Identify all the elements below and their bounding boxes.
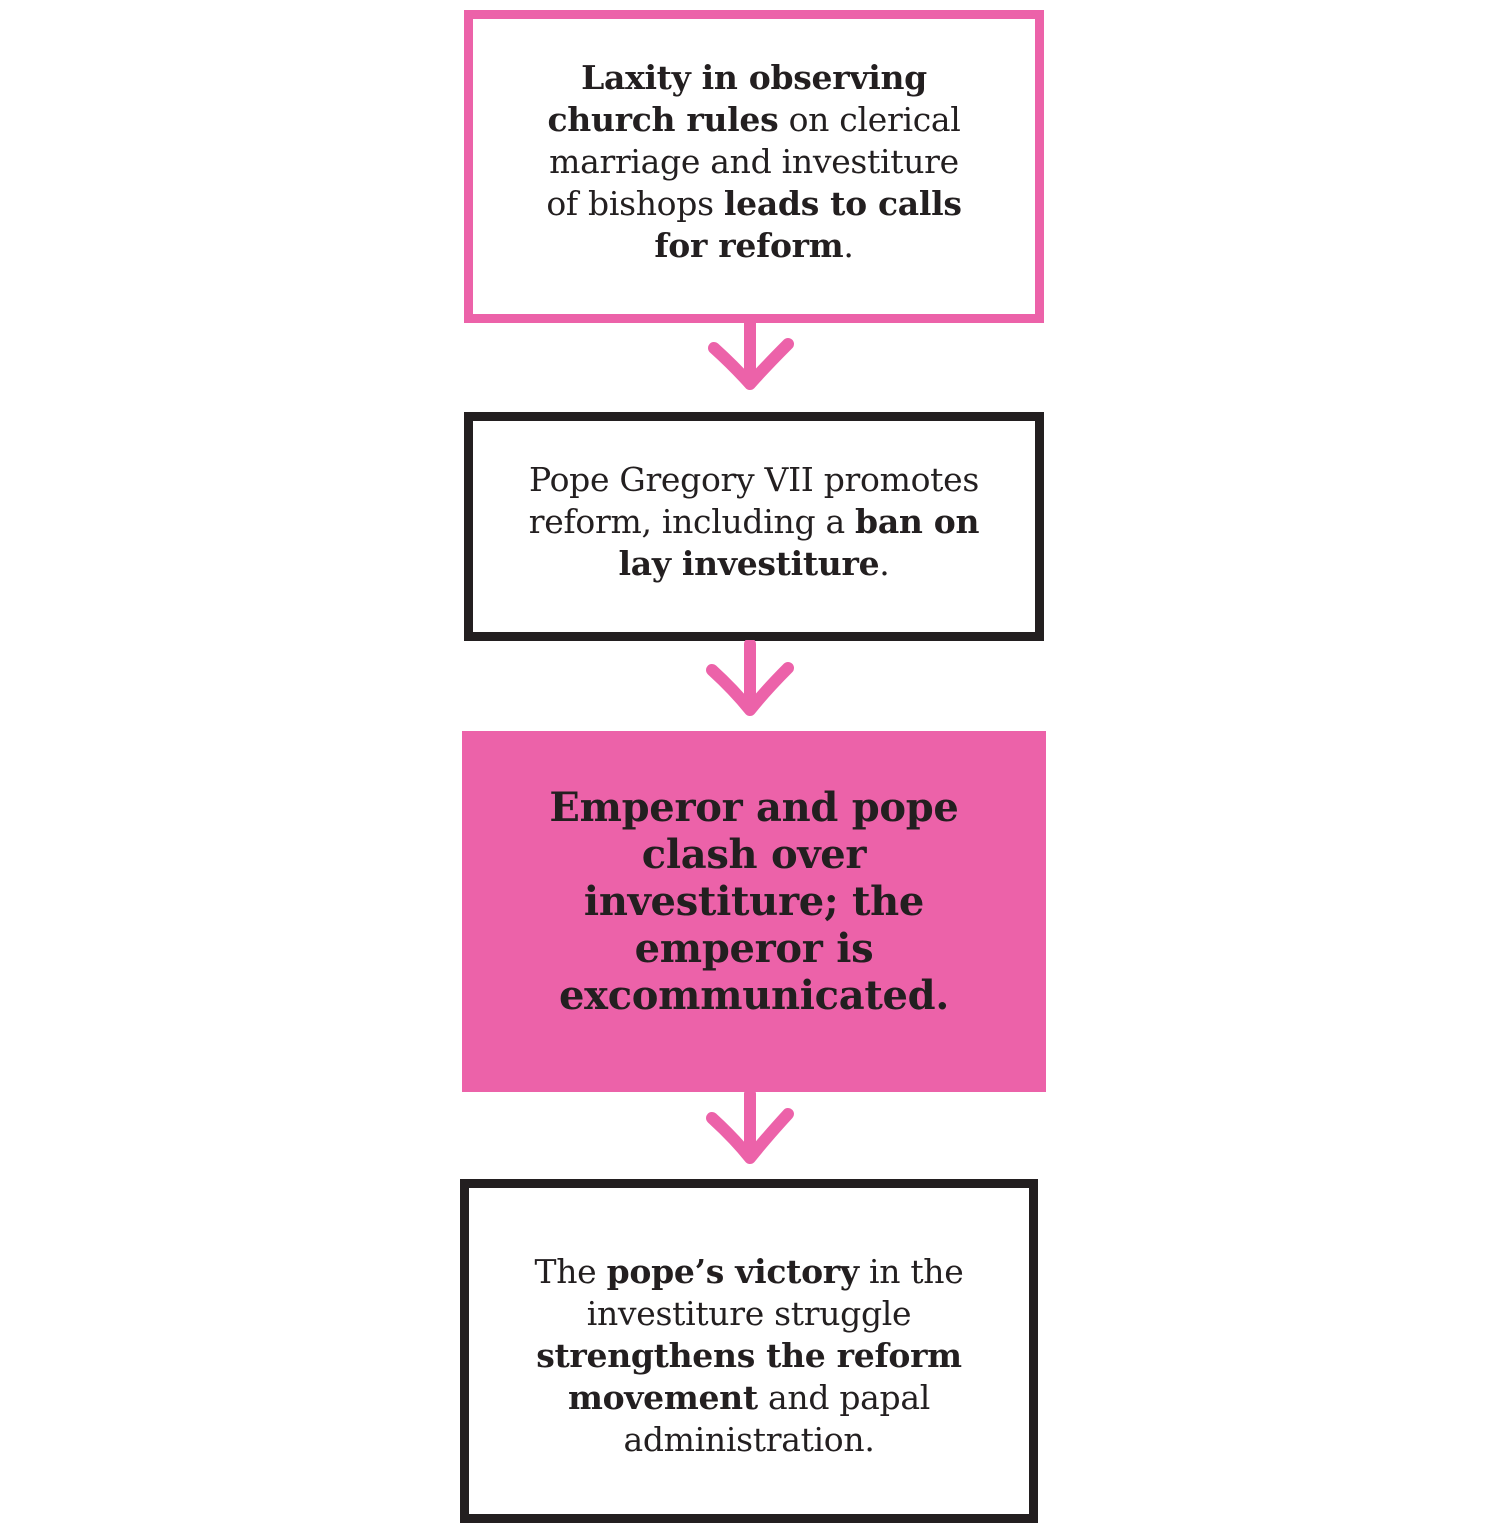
step-2-box: Pope Gregory VII promotes reform, includ… (464, 412, 1044, 641)
step-1-seg-2: leads to calls for reform (654, 183, 962, 265)
step-4-seg-3: strengthens the reform movement (536, 1336, 962, 1417)
down-arrow-icon (706, 1088, 794, 1164)
step-3-box: Emperor and pope clash over investiture;… (462, 731, 1046, 1092)
step-1-text: Laxity in observing church rules on cler… (529, 57, 979, 267)
step-3-text: Emperor and pope clash over investiture;… (524, 784, 984, 1019)
step-3-seg-0: Emperor and pope clash over investiture;… (549, 784, 959, 1019)
down-arrow-icon (706, 640, 794, 716)
step-1-box: Laxity in observing church rules on cler… (464, 10, 1044, 323)
step-1-seg-1: on clerical marriage and investiture of … (546, 99, 961, 223)
step-4-seg-4: and papal administration. (623, 1378, 931, 1459)
step-4-seg-2: in the investiture struggle (586, 1252, 964, 1333)
step-4-seg-1: pope’s victory (606, 1252, 859, 1291)
step-4-seg-0: The (534, 1252, 607, 1291)
down-arrow-icon (708, 318, 794, 390)
step-2-text: Pope Gregory VII promotes reform, includ… (514, 459, 994, 585)
step-2-seg-1: ban on lay investiture (618, 501, 980, 583)
step-2-seg-2: . (879, 543, 890, 583)
step-1-seg-0: Laxity in observing church rules (547, 57, 927, 139)
step-4-text: The pope’s victory in the investiture st… (509, 1251, 989, 1461)
step-2-seg-0: Pope Gregory VII promotes reform, includ… (528, 459, 980, 541)
step-4-box: The pope’s victory in the investiture st… (460, 1179, 1038, 1523)
step-1-seg-3: . (843, 225, 854, 265)
